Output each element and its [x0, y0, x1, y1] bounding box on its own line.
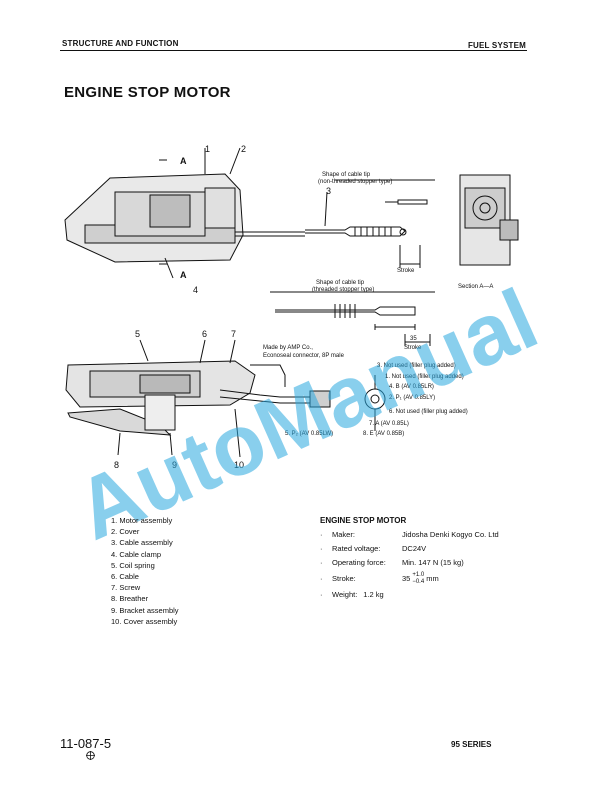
callout-9: 9 — [172, 460, 178, 470]
spec-title: ENGINE STOP MOTOR — [320, 516, 407, 525]
cable-tip-label-2a: Shape of cable tip — [316, 280, 365, 286]
stroke-value: 35 — [410, 336, 417, 342]
spec-value: 1.2 kg — [363, 590, 384, 599]
spec-key: Maker: — [332, 530, 355, 539]
spec-value: DC24V — [402, 544, 427, 553]
pin-label-4: 4. B (AV 0.85LR) — [389, 384, 434, 390]
stop-motor-top-diagram — [64, 147, 519, 279]
pin-label-1: 1. Not used (filler plug added) — [385, 374, 464, 380]
spec-key: Weight: — [332, 590, 358, 599]
stroke-label-1: Stroke — [397, 268, 415, 274]
spec-item: Stroke: 35+1.0−0.4mm — [320, 570, 499, 588]
page-number: 11-087-5 — [60, 736, 112, 751]
list-item: 1. Motor assembly — [111, 516, 173, 525]
stop-motor-side-diagram — [65, 339, 386, 458]
spec-value: Jidosha Denki Kogyo Co. Ltd — [402, 530, 499, 539]
spec-value: 35 — [402, 574, 411, 583]
spec-item: Operating force: Min. 147 N (15 kg) — [320, 556, 499, 570]
list-item: 3. Cable assembly — [111, 538, 173, 548]
section-a-a-label: Section A—A — [458, 284, 494, 290]
list-item: 7. Screw — [111, 583, 141, 593]
list-item: 6. Cable — [111, 572, 139, 582]
list-item: 10. Cover assembly — [111, 616, 178, 626]
section-marker-top: A — [180, 156, 187, 166]
spec-item: Weight: 1.2 kg — [320, 588, 499, 602]
pin-label-6: 6. Not used (filler plug added) — [389, 409, 468, 415]
callout-2: 2 — [241, 144, 247, 154]
pin-label-3: 3. Not used (filler plug added) — [377, 363, 456, 369]
parts-list: 1. Motor assembly 2. Cover 3. Cable asse… — [111, 515, 179, 627]
pin-label-2: 2. P₁ (AV 0.85LY) — [389, 395, 436, 401]
list-item: 2. Cover — [111, 527, 140, 537]
series-label: 95 SERIES — [451, 740, 492, 749]
pin-label-7: 7. A (AV 0.85L) — [369, 421, 409, 427]
callout-10: 10 — [234, 460, 245, 470]
callout-7: 7 — [231, 329, 237, 339]
header-section-title: STRUCTURE AND FUNCTION — [62, 39, 179, 48]
cable-tip-label-2b: (threaded stopper type) — [312, 287, 375, 293]
pin-label-5: 5. P₂ (AV 0.85LW) — [285, 431, 334, 437]
spec-item: Rated voltage: DC24V — [320, 542, 499, 556]
stroke-label-2: Stroke — [404, 345, 422, 351]
connector-label-b: Econoseal connector, 8P male — [263, 353, 344, 359]
section-marker-bottom: A — [180, 270, 187, 280]
list-item: 9. Bracket assembly — [111, 605, 179, 615]
connector-label-a: Made by AMP Co., — [263, 345, 313, 351]
tolerance-plus: +1.0 — [412, 572, 425, 579]
spec-key: Rated voltage: — [332, 544, 381, 553]
list-item: 8. Breather — [111, 594, 149, 604]
callout-4: 4 — [193, 285, 199, 295]
crosshair-icon — [86, 751, 95, 760]
page-title: ENGINE STOP MOTOR — [64, 84, 231, 101]
list-item: 4. Cable clamp — [111, 549, 162, 559]
callout-8: 8 — [114, 460, 120, 470]
threaded-cable-tip-diagram — [270, 291, 435, 346]
callout-1: 1 — [205, 144, 211, 154]
spec-key: Stroke: — [332, 574, 356, 583]
pin-label-8: 8. E (AV 0.85B) — [363, 431, 405, 437]
cable-tip-label-1a: Shape of cable tip — [322, 172, 371, 178]
callout-5: 5 — [135, 329, 141, 339]
cable-tip-label-1b: (non-threaded stopper type) — [318, 179, 393, 185]
spec-unit: mm — [426, 574, 439, 583]
tolerance-minus: −0.4 — [412, 579, 425, 586]
spec-item: Maker: Jidosha Denki Kogyo Co. Ltd — [320, 528, 499, 542]
header-chapter-title: FUEL SYSTEM — [467, 41, 526, 50]
spec-key: Operating force: — [332, 558, 386, 567]
callout-6: 6 — [202, 329, 208, 339]
callout-3: 3 — [326, 186, 332, 196]
spec-value: Min. 147 N (15 kg) — [402, 558, 464, 567]
stroke-tolerance: +1.0−0.4 — [412, 572, 424, 586]
header-rule — [60, 50, 527, 51]
spec-list: Maker: Jidosha Denki Kogyo Co. Ltd Rated … — [320, 528, 499, 602]
list-item: 5. Coil spring — [111, 560, 155, 570]
